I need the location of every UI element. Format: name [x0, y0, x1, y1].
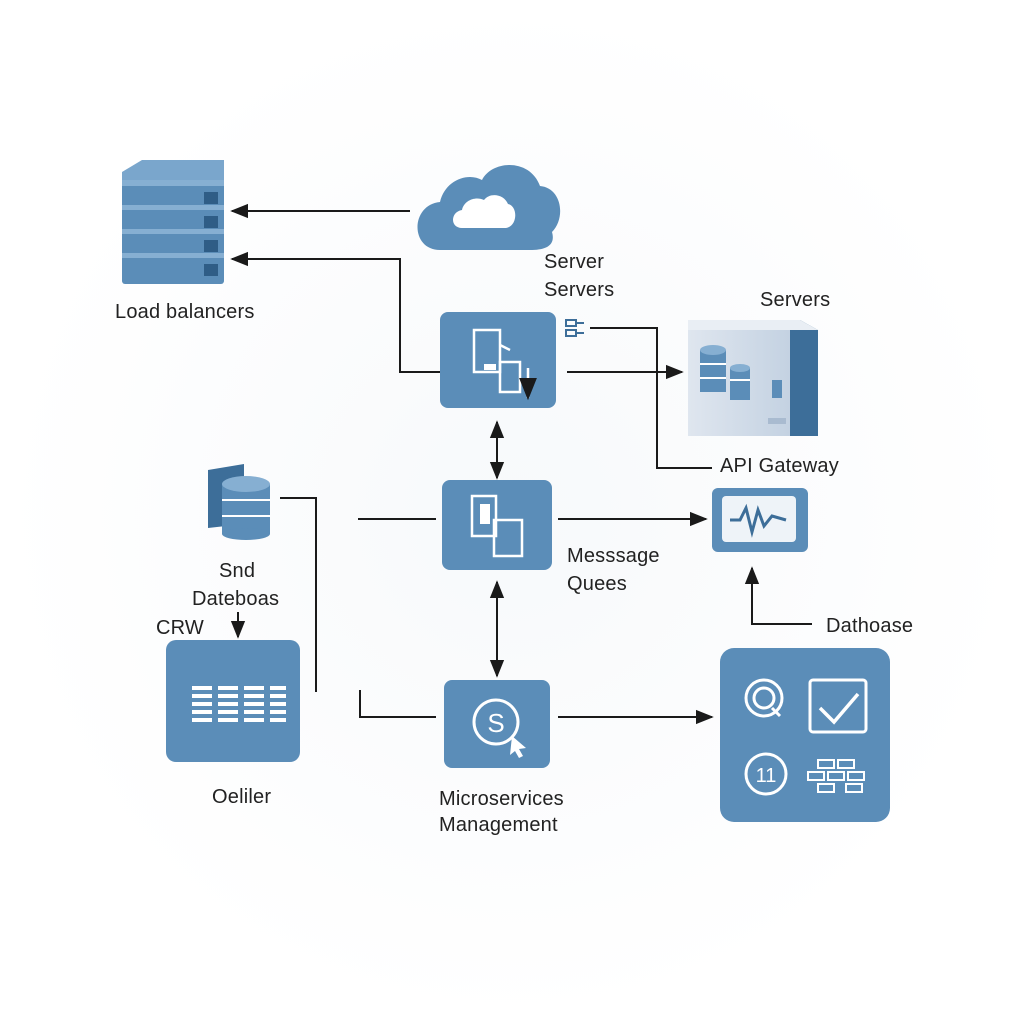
label-api-gateway: API Gateway [720, 455, 839, 477]
checkbox-icon [808, 678, 868, 734]
server-unit [122, 253, 224, 284]
search-icon [744, 678, 784, 718]
label-management: Management [439, 814, 558, 836]
label-server: Server [544, 251, 605, 273]
server-unit [122, 205, 224, 235]
connector-gateway-to-api [590, 327, 712, 469]
svg-text:11: 11 [756, 765, 777, 787]
server-unit [122, 180, 224, 212]
arrow-dathoase-to-monitor [744, 566, 812, 625]
server-unit [122, 229, 224, 259]
label-servers-center: Servers [544, 279, 615, 301]
label-quees: Quees [567, 573, 627, 595]
cloud-icon[interactable] [417, 164, 561, 250]
label-dathoase: Dathoase [826, 615, 914, 637]
label-oeliler: Oeliler [212, 786, 272, 808]
arrow-gateway-to-loadbalancer [230, 251, 440, 373]
server-stack-icon[interactable] [122, 160, 224, 284]
table-grid-icon[interactable] [166, 640, 300, 762]
label-crw: CRW [156, 617, 205, 639]
connectors [230, 203, 812, 725]
label-servers-right: Servers [760, 289, 831, 311]
monitor-waveform-icon[interactable] [712, 488, 808, 552]
connector-database-to-grid [280, 497, 317, 692]
network-icon [807, 759, 865, 793]
connector-left-to-management [359, 690, 436, 718]
label-message: Messsage [567, 545, 660, 567]
label-load-balancers: Load balancers [115, 301, 255, 323]
storage-cabinet-icon[interactable] [688, 320, 818, 436]
documents-icon[interactable] [442, 480, 552, 570]
database-cylinders [700, 345, 750, 400]
network-small-icon [565, 319, 584, 337]
database-icon[interactable] [208, 464, 270, 540]
label-dateboas: Dateboas [192, 588, 280, 610]
label-snd: Snd [219, 560, 256, 582]
document-flow-icon[interactable] [440, 312, 556, 408]
tools-panel[interactable]: 11 [720, 648, 890, 822]
service-cursor-icon[interactable]: S [444, 680, 550, 768]
label-microservices: Microservices [439, 788, 564, 810]
svg-text:S: S [487, 708, 504, 738]
number-icon: 11 [744, 752, 788, 796]
